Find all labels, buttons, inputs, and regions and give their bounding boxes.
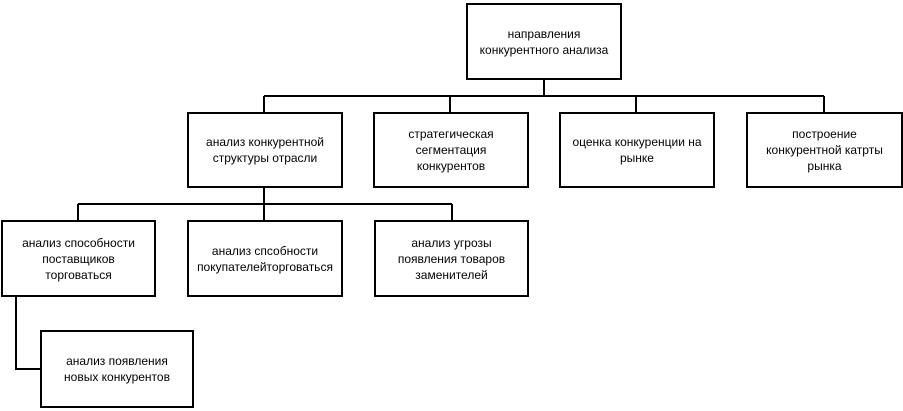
node-supplier-power-label: анализ способности поставщиков торговать…	[22, 235, 135, 282]
node-new-entrants: анализ появления новых конкурентов	[40, 330, 194, 408]
node-strategic-segmentation: стратегическая сегментация конкурентов	[373, 112, 529, 188]
connector-c1-to-g1	[15, 297, 40, 370]
node-competitive-structure: анализ конкурентной структуры отрасли	[187, 112, 343, 188]
node-strategic-segmentation-label: стратегическая сегментация конкурентов	[408, 127, 494, 173]
node-supplier-power: анализ способности поставщиков торговать…	[1, 220, 156, 297]
node-substitutes-threat: анализ угрозы появления товаров замените…	[374, 220, 529, 297]
node-competitive-map: построение конкурентной катрты рынка	[746, 112, 903, 188]
node-market-competition-label: оценка конкуренции на рынке	[572, 135, 702, 165]
node-new-entrants-label: анализ появления новых конкурентов	[64, 354, 170, 384]
node-substitutes-threat-label: анализ угрозы появления товаров замените…	[397, 235, 506, 282]
node-buyer-power-label: анализ спсобности покупателейторговаться	[197, 243, 333, 274]
node-competitive-map-label: построение конкурентной катрты рынка	[766, 127, 883, 173]
node-root-label: направления конкурентного анализа	[479, 26, 609, 57]
node-root: направления конкурентного анализа	[466, 3, 622, 80]
node-buyer-power: анализ спсобности покупателейторговаться	[187, 220, 343, 297]
node-market-competition: оценка конкуренции на рынке	[559, 112, 715, 188]
node-competitive-structure-label: анализ конкурентной структуры отрасли	[206, 135, 324, 165]
